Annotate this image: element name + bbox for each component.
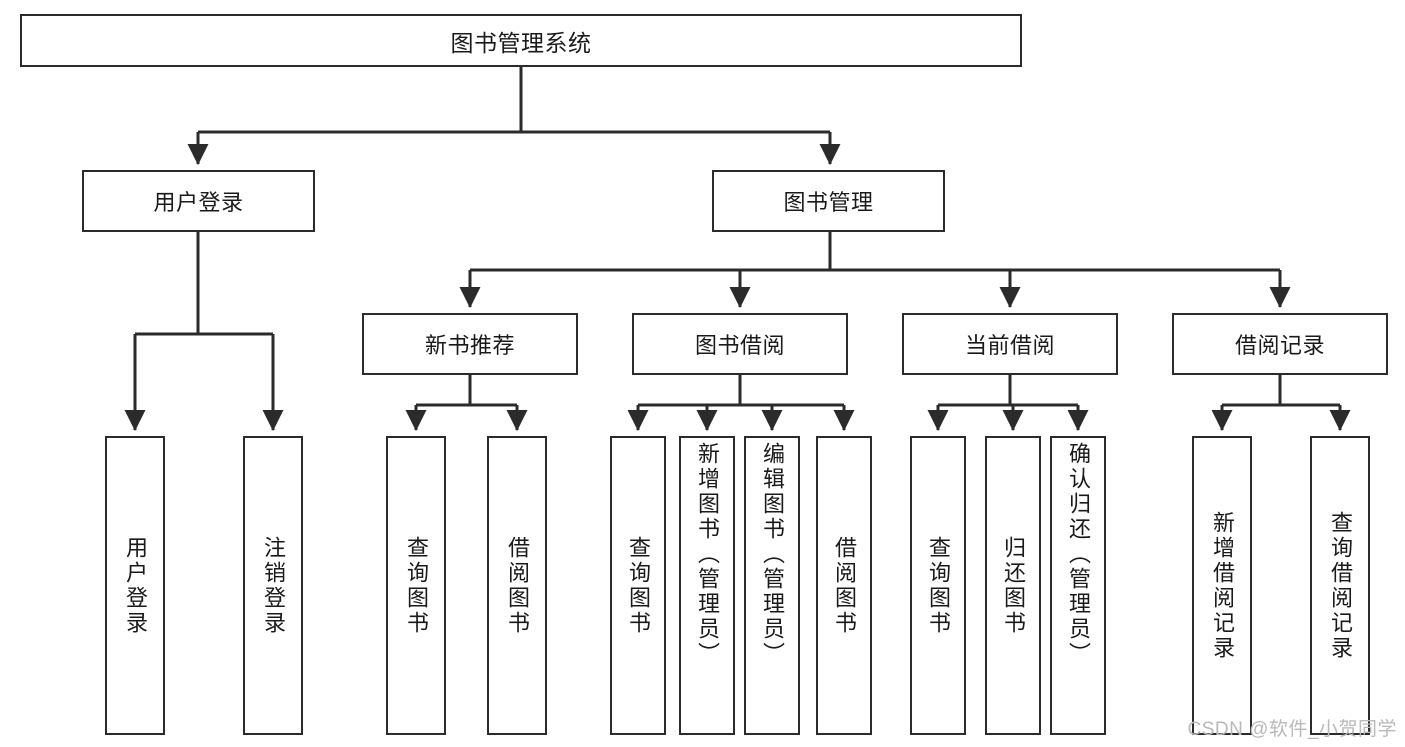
node-leaf-query-book-current[interactable]: 查询图书 xyxy=(910,436,966,735)
node-leaf-confirm-return-admin[interactable]: 确认归还（管理员） xyxy=(1050,436,1106,735)
node-leaf-return-book-label: 归还图书 xyxy=(1001,535,1026,636)
node-borrow-records[interactable]: 借阅记录 xyxy=(1172,313,1388,375)
node-user-login[interactable]: 用户登录 xyxy=(82,170,315,232)
node-leaf-add-borrow-record-label: 新增借阅记录 xyxy=(1210,510,1235,661)
node-leaf-return-book[interactable]: 归还图书 xyxy=(985,436,1041,735)
csdn-watermark: CSDN @软件_小贺同学 xyxy=(1187,719,1397,740)
node-leaf-add-book-admin-label: 新增图书（管理员） xyxy=(695,442,720,667)
node-leaf-query-book-current-label: 查询图书 xyxy=(926,535,951,636)
node-leaf-query-borrow-record[interactable]: 查询借阅记录 xyxy=(1310,436,1370,735)
node-leaf-confirm-return-admin-label: 确认归还（管理员） xyxy=(1066,442,1091,667)
node-leaf-borrow-book[interactable]: 借阅图书 xyxy=(816,436,872,735)
node-leaf-query-book-rec-label: 查询图书 xyxy=(404,535,429,636)
node-leaf-user-login-label: 用户登录 xyxy=(123,535,148,636)
node-book-borrow-label: 图书借阅 xyxy=(694,333,785,358)
node-leaf-logout[interactable]: 注销登录 xyxy=(243,436,303,735)
node-leaf-query-borrow-record-label: 查询借阅记录 xyxy=(1328,510,1353,661)
node-user-login-label: 用户登录 xyxy=(153,190,244,215)
node-root[interactable]: 图书管理系统 xyxy=(20,14,1022,67)
node-current-borrow[interactable]: 当前借阅 xyxy=(902,313,1118,375)
node-leaf-borrow-book-label: 借阅图书 xyxy=(832,535,857,636)
node-leaf-add-book-admin[interactable]: 新增图书（管理员） xyxy=(679,436,735,735)
node-leaf-logout-label: 注销登录 xyxy=(261,535,286,636)
node-leaf-query-book-rec[interactable]: 查询图书 xyxy=(386,436,446,735)
node-new-book-recommend[interactable]: 新书推荐 xyxy=(362,313,578,375)
node-book-borrow[interactable]: 图书借阅 xyxy=(632,313,848,375)
node-book-management[interactable]: 图书管理 xyxy=(712,170,945,232)
node-leaf-query-book-borrow-label: 查询图书 xyxy=(626,535,651,636)
node-leaf-query-book-borrow[interactable]: 查询图书 xyxy=(610,436,666,735)
node-book-management-label: 图书管理 xyxy=(783,190,874,215)
node-leaf-edit-book-admin[interactable]: 编辑图书（管理员） xyxy=(744,436,800,735)
node-leaf-borrow-book-rec[interactable]: 借阅图书 xyxy=(487,436,547,735)
node-leaf-add-borrow-record[interactable]: 新增借阅记录 xyxy=(1192,436,1252,735)
node-current-borrow-label: 当前借阅 xyxy=(964,333,1055,358)
node-leaf-borrow-book-rec-label: 借阅图书 xyxy=(505,535,530,636)
node-leaf-edit-book-admin-label: 编辑图书（管理员） xyxy=(760,442,785,667)
node-leaf-user-login[interactable]: 用户登录 xyxy=(105,436,165,735)
node-borrow-records-label: 借阅记录 xyxy=(1234,333,1325,358)
node-root-label: 图书管理系统 xyxy=(450,29,592,56)
node-new-book-recommend-label: 新书推荐 xyxy=(424,333,515,358)
